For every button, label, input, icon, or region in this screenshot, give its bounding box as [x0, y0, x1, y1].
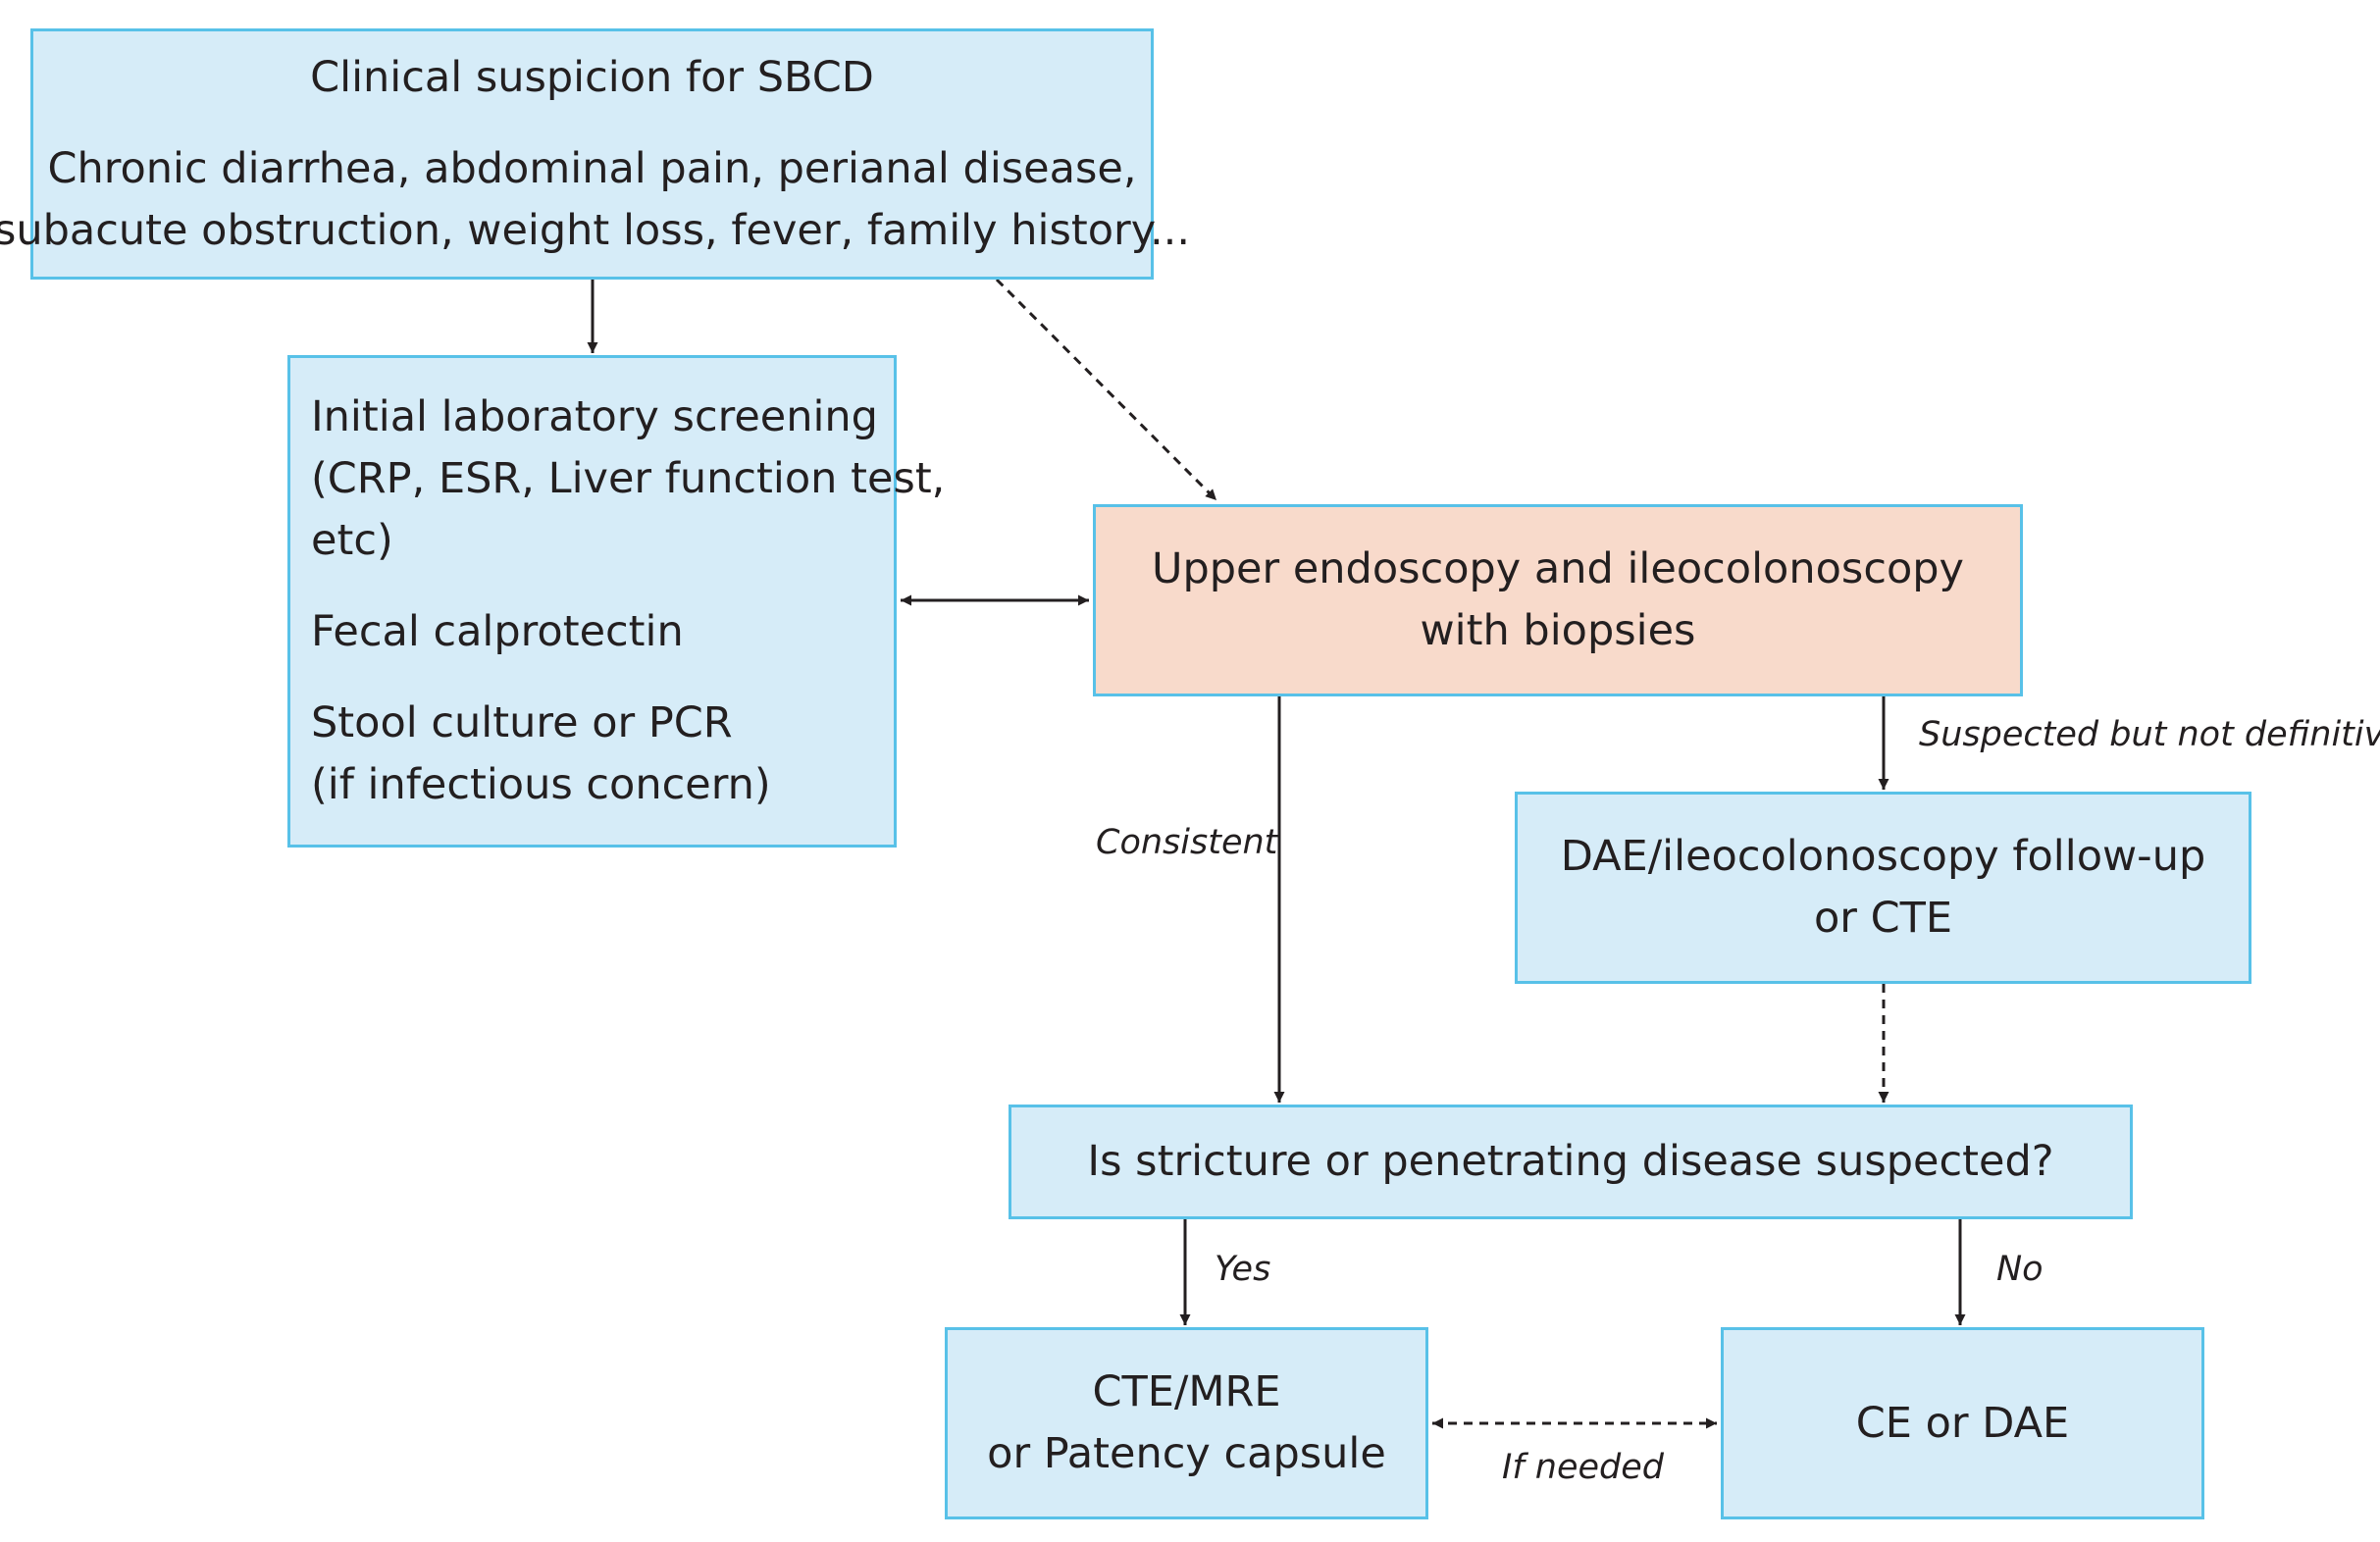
- ce-dae-text: CE or DAE: [1855, 1398, 2070, 1448]
- cte-mre-line-2: or Patency capsule: [987, 1429, 1386, 1478]
- endoscopy-box: Upper endoscopy and ileocolonoscopy with…: [1093, 504, 2023, 696]
- stricture-question-text: Is stricture or penetrating disease susp…: [1087, 1137, 2054, 1186]
- stricture-question-box: Is stricture or penetrating disease susp…: [1009, 1105, 2133, 1219]
- endoscopy-line-1: Upper endoscopy and ileocolonoscopy: [1151, 544, 1965, 593]
- stool-culture-line-1: Stool culture or PCR: [311, 698, 733, 747]
- dae-followup-line-2: or CTE: [1813, 894, 1953, 943]
- clinical-suspicion-box: Clinical suspicion for SBCD Chronic diar…: [0, 28, 1190, 280]
- clinical-symptoms-line-2: subacute obstruction, weight loss, fever…: [0, 205, 1191, 255]
- lab-screening-line-1: Initial laboratory screening: [311, 392, 878, 441]
- clinical-suspicion-title: Clinical suspicion for SBCD: [310, 52, 874, 102]
- ce-dae-box: CE or DAE: [1721, 1327, 2204, 1519]
- no-label: No: [1996, 1250, 2044, 1289]
- suspected-label: Suspected but not definitive: [1919, 715, 2380, 754]
- arrow-clinical-to-endoscopy: [995, 278, 1218, 502]
- consistent-label: Consistent: [1096, 823, 1278, 862]
- dae-followup-line-1: DAE/ileocolonoscopy follow-up: [1560, 832, 2206, 881]
- if-needed-label: If needed: [1502, 1448, 1664, 1487]
- lab-screening-line-2: (CRP, ESR, Liver function test,: [311, 454, 946, 503]
- cte-mre-box: CTE/MRE or Patency capsule: [945, 1327, 1428, 1519]
- fecal-calprotectin-text: Fecal calprotectin: [311, 607, 684, 656]
- stool-culture-line-2: (if infectious concern): [311, 760, 771, 809]
- clinical-symptoms-line-1: Chronic diarrhea, abdominal pain, perian…: [47, 143, 1137, 193]
- lab-screening-box: Initial laboratory screening (CRP, ESR, …: [287, 355, 945, 848]
- dae-followup-box: DAE/ileocolonoscopy follow-up or CTE: [1515, 792, 2251, 984]
- cte-mre-line-1: CTE/MRE: [1092, 1367, 1281, 1416]
- yes-label: Yes: [1215, 1250, 1271, 1289]
- endoscopy-line-2: with biopsies: [1420, 606, 1696, 655]
- lab-screening-line-3: etc): [311, 516, 393, 565]
